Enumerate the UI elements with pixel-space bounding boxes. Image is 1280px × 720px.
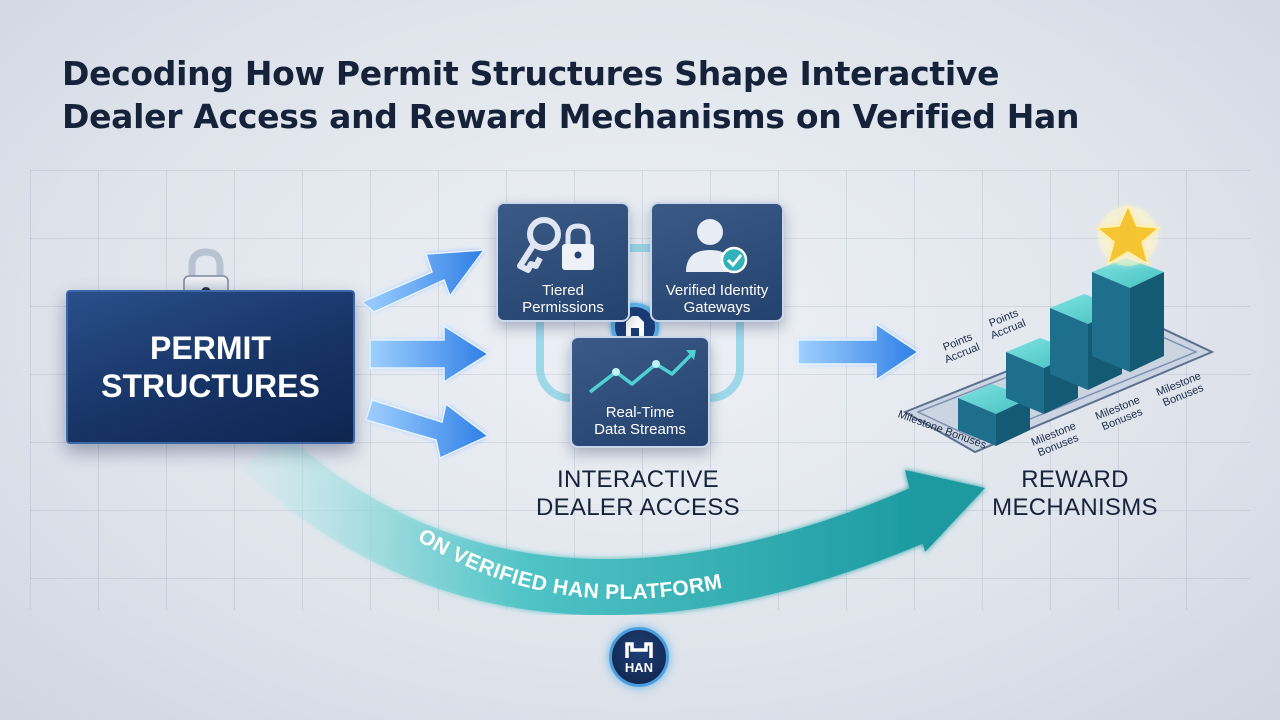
arrow-middle (369, 324, 490, 384)
access-label-line-2: DEALER ACCESS (536, 494, 740, 521)
realtime-line-1: Real-Time (605, 404, 675, 421)
verified-user-icon (686, 219, 748, 274)
title-line-1: Decoding How Permit Structures Shape Int… (62, 54, 1000, 93)
title-line-2: Dealer Access and Reward Mechanisms on V… (62, 97, 1080, 136)
reward-label-line-1: REWARD (1021, 466, 1129, 493)
page-title: Decoding How Permit Structures Shape Int… (62, 52, 1212, 138)
reward-bar-4 (1092, 258, 1164, 372)
han-logo-text: HAN (624, 660, 654, 675)
permit-line-2: STRUCTURES (101, 368, 320, 404)
key-lock-icon (517, 217, 594, 273)
realtime-line-2: Data Streams (594, 421, 686, 438)
interactive-dealer-access-label: INTERACTIVE DEALER ACCESS (500, 466, 776, 522)
verified-line-2: Gateways (683, 299, 751, 316)
verified-identity-card: Verified Identity Gateways (650, 202, 784, 322)
reward-bars (958, 258, 1164, 446)
tiered-line-1: Tiered (542, 282, 584, 299)
permit-structures-box: PERMIT STRUCTURES (66, 290, 355, 444)
arrow-upper (360, 249, 486, 313)
arrow-lower (365, 399, 490, 460)
star-icon (1095, 204, 1161, 266)
flow-arrows-left (360, 249, 490, 460)
reward-label-line-2: MECHANISMS (992, 494, 1158, 521)
access-label-line-1: INTERACTIVE (557, 466, 719, 493)
realtime-data-card: Real-Time Data Streams (570, 336, 710, 448)
verified-line-1: Verified Identity (665, 282, 769, 299)
line-chart-icon (588, 350, 696, 394)
han-logo: HAN (609, 627, 669, 687)
reward-mechanisms-label: REWARD MECHANISMS (960, 466, 1190, 522)
arrow-to-rewards (797, 322, 920, 382)
tiered-line-2: Permissions (522, 299, 604, 316)
han-logo-mark (625, 642, 653, 658)
tiered-permissions-card: Tiered Permissions (496, 202, 630, 322)
permit-line-1: PERMIT (150, 330, 271, 366)
platform-curve-arrow (242, 429, 985, 616)
